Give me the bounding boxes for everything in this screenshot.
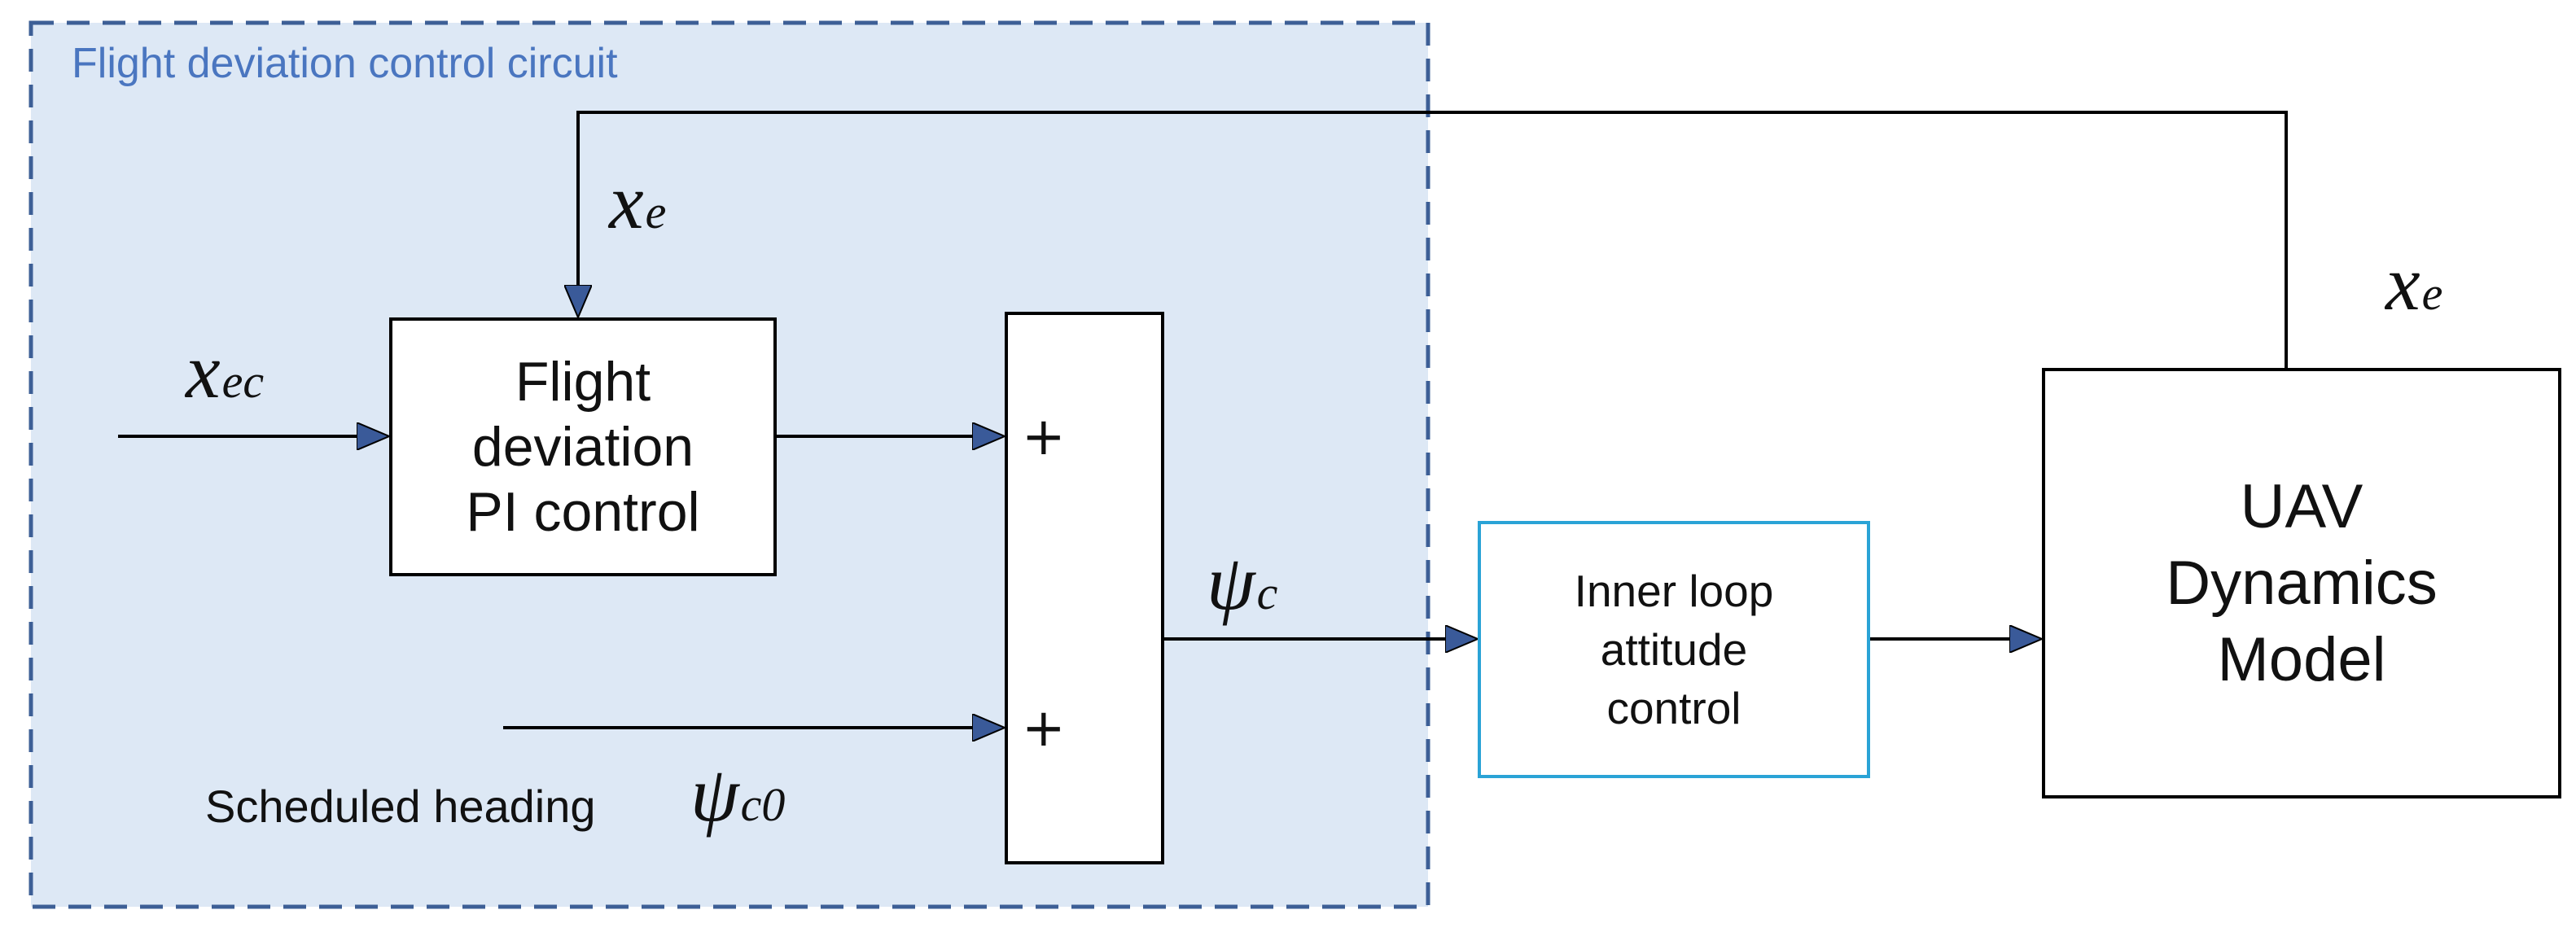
xe-feedback-base: x <box>609 158 644 245</box>
inner-loop-attitude-control-block: Inner loop attitude control <box>1478 521 1870 778</box>
sum-bottom-sign: + <box>1022 698 1066 759</box>
pi-control-label: Flight deviation PI control <box>466 351 700 543</box>
xec-label: xec <box>186 326 264 416</box>
feedback-line <box>578 111 2288 368</box>
xe-feedback-sub: e <box>645 186 667 238</box>
summing-junction <box>1005 312 1164 864</box>
xe-feedback-label: xe <box>609 156 666 247</box>
xe-output-base: x <box>2385 239 2420 326</box>
inner-loop-label: Inner loop attitude control <box>1574 566 1774 733</box>
xec-base: x <box>186 327 221 414</box>
scheduled-heading-base: ψ <box>690 750 739 838</box>
xec-sub: ec <box>221 355 265 408</box>
sum-top-sign: + <box>1022 407 1066 467</box>
xe-output-sub: e <box>2421 267 2443 320</box>
uav-dynamics-model-block: UAV Dynamics Model <box>2042 368 2561 798</box>
region-title: Flight deviation control circuit <box>72 40 618 87</box>
xe-output-label: xe <box>2385 238 2442 328</box>
scheduled-heading-symbol: ψc0 <box>690 749 785 839</box>
psi-c-sub: c <box>1256 567 1278 619</box>
uav-model-label: UAV Dynamics Model <box>2166 471 2438 694</box>
psi-c-base: ψ <box>1207 539 1255 626</box>
scheduled-heading-sub: c0 <box>740 778 786 831</box>
scheduled-heading-text: Scheduled heading <box>205 781 596 832</box>
pi-control-block: Flight deviation PI control <box>389 317 777 576</box>
psi-c-label: ψc <box>1207 537 1277 628</box>
